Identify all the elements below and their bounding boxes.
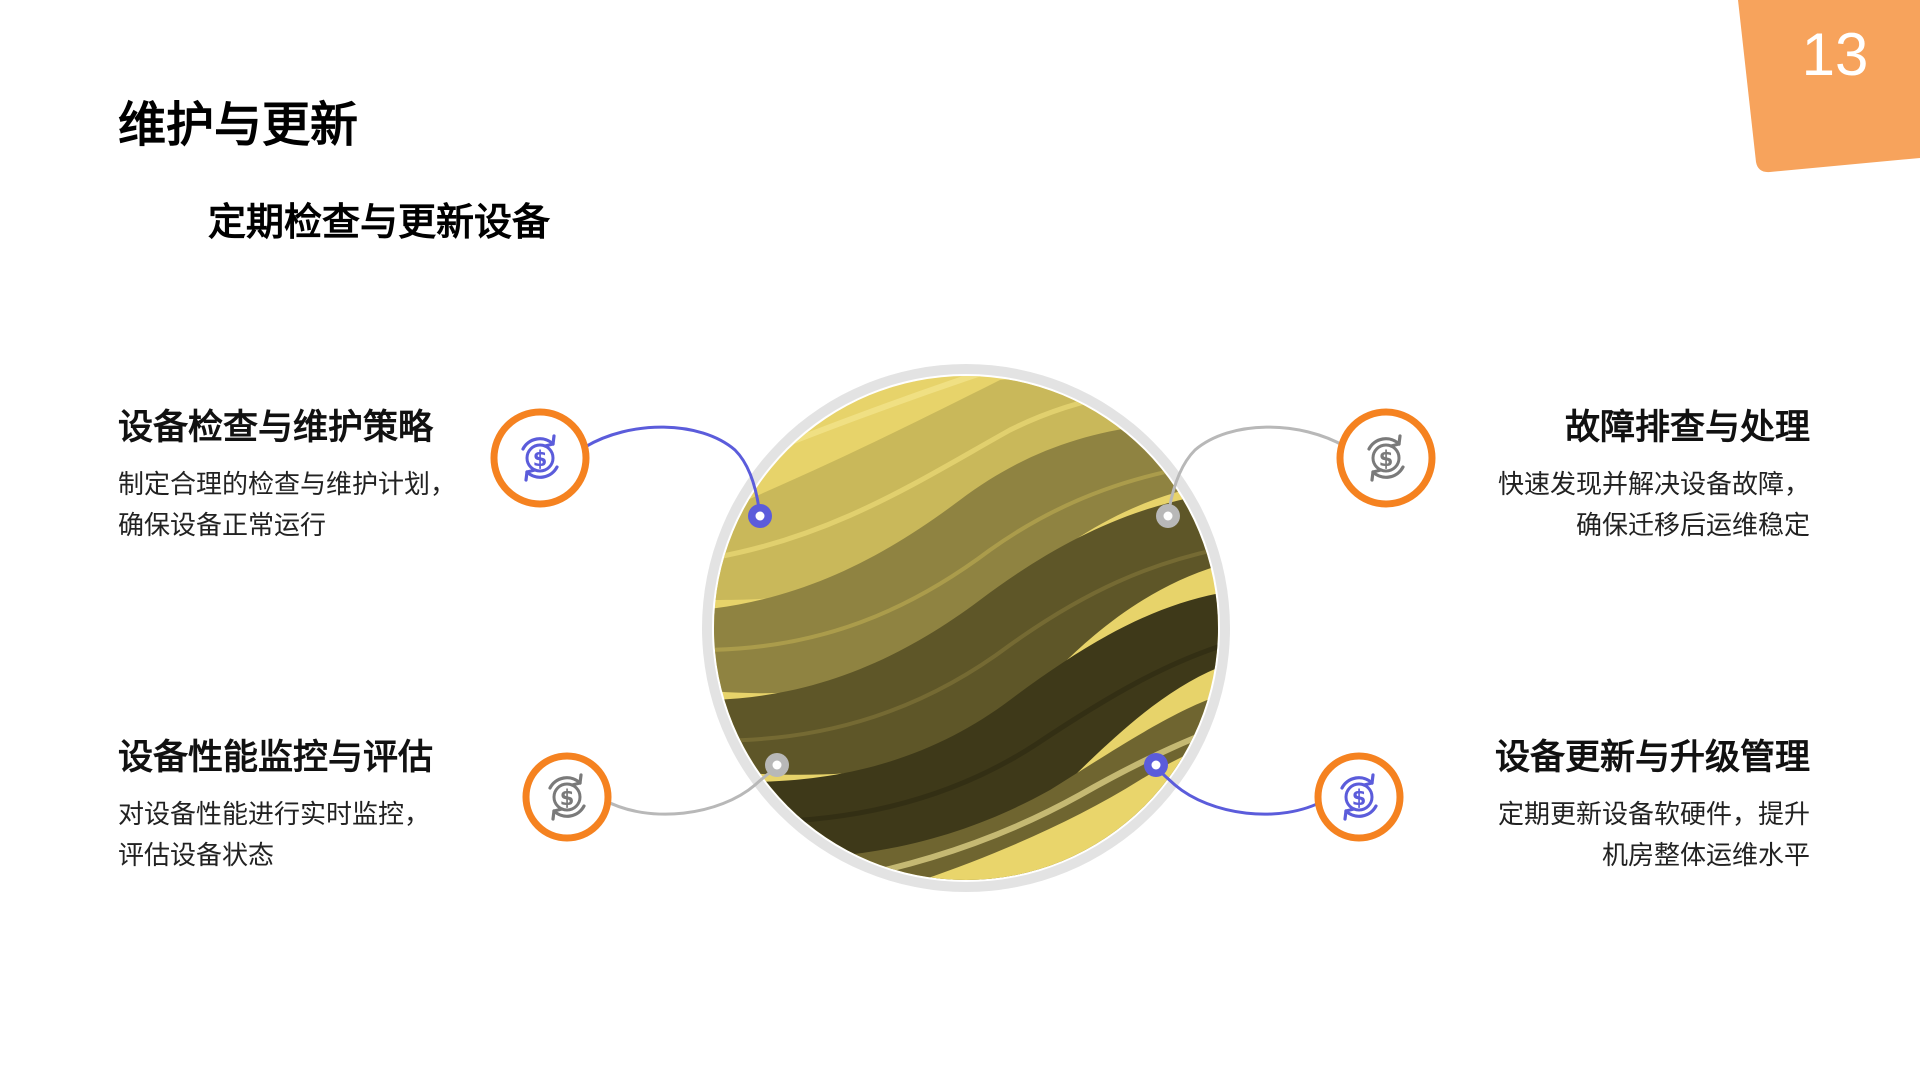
item-desc-troubleshooting-line2: 确保迁移后运维稳定 (1575, 511, 1810, 541)
item-title-troubleshooting: 故障排查与处理 (1564, 408, 1810, 448)
page-number: 13 (1801, 21, 1869, 88)
item-desc-troubleshooting-line1: 快速发现并解决设备故障， (1497, 470, 1810, 500)
dollar-cycle-icon (522, 752, 612, 842)
dollar-cycle-icon (1314, 752, 1404, 842)
item-desc-upgrade-line1: 定期更新设备软硬件，提升 (1497, 800, 1810, 830)
item-desc-inspection-line1: 制定合理的检查与维护计划， (118, 470, 457, 500)
page-subtitle: 定期检查与更新设备 (208, 200, 551, 244)
item-title-monitoring: 设备性能监控与评估 (118, 738, 434, 778)
center-image (702, 364, 1230, 892)
dollar-cycle-icon (1336, 408, 1436, 508)
item-desc-upgrade-line2: 机房整体运维水平 (1601, 841, 1810, 871)
item-desc-inspection-line2: 确保设备正常运行 (118, 511, 327, 541)
dollar-cycle-icon (490, 408, 590, 508)
page-title: 维护与更新 (118, 97, 359, 153)
connector-top-right (1166, 425, 1347, 517)
item-title-inspection: 设备检查与维护策略 (118, 408, 434, 448)
item-title-upgrade: 设备更新与升级管理 (1494, 738, 1810, 778)
item-desc-monitoring-line1: 对设备性能进行实时监控， (118, 800, 431, 830)
item-desc-monitoring-line2: 评估设备状态 (118, 841, 275, 871)
connector-top-left (584, 425, 762, 517)
